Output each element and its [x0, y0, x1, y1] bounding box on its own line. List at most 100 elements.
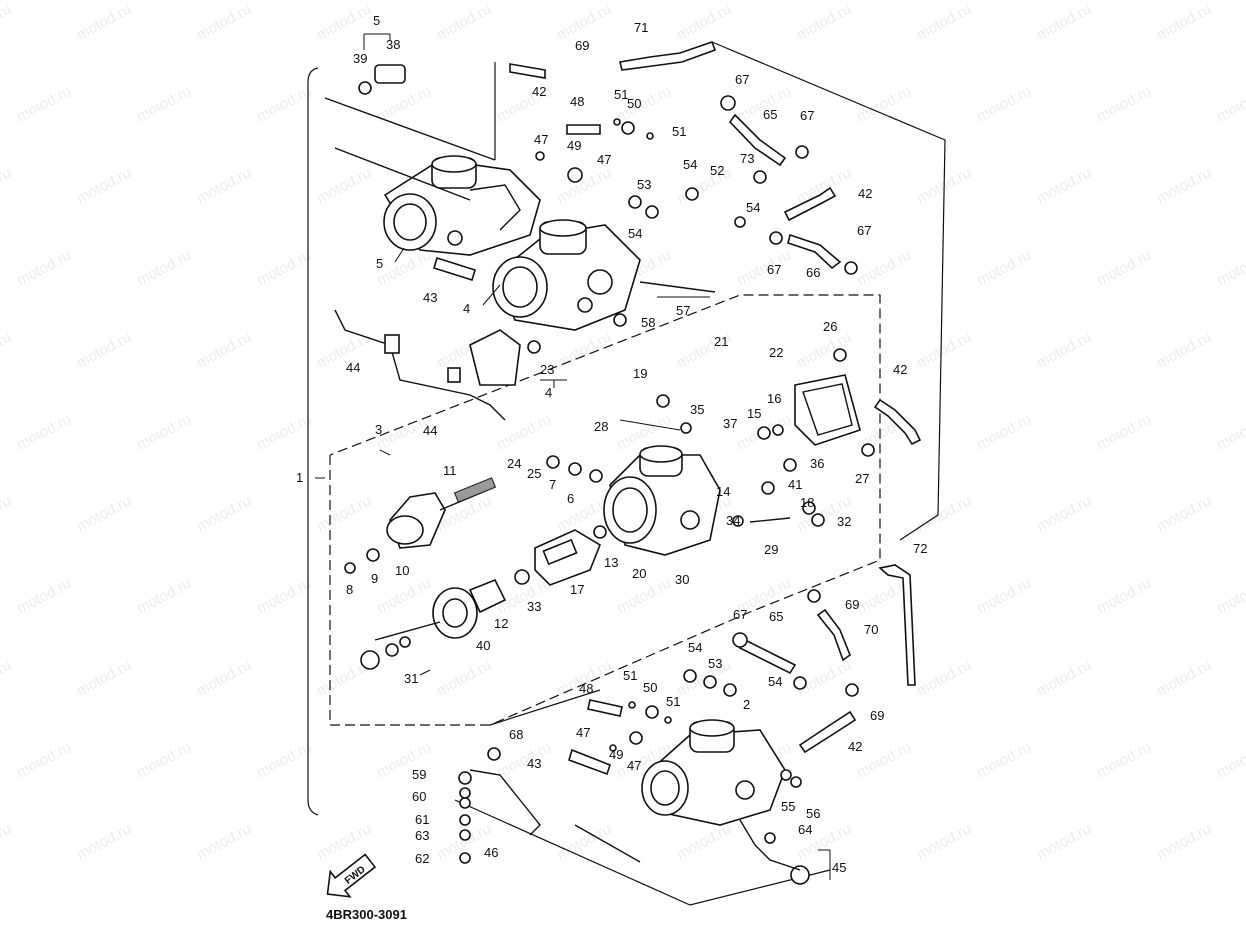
watermark-text: motod.ru — [1214, 247, 1246, 290]
hose-43-top — [433, 256, 476, 282]
watermark-text: motod.ru — [314, 493, 374, 536]
watermark-text: motod.ru — [434, 657, 494, 700]
watermark-text: motod.ru — [194, 165, 254, 208]
watermark-text: motod.ru — [1154, 657, 1214, 700]
watermark-text: motod.ru — [74, 657, 134, 700]
part-number-label: 5 — [376, 256, 383, 271]
hose-43-bottom — [568, 748, 611, 776]
hoses — [433, 40, 922, 776]
part-number-label: 24 — [507, 456, 521, 471]
part-number-label: 43 — [527, 756, 541, 771]
part-number-label: 15 — [747, 406, 761, 421]
part-number-label: 7 — [549, 477, 556, 492]
part-number-label: 4 — [463, 301, 470, 316]
part-number-label: 51 — [672, 124, 686, 139]
watermark-text: motod.ru — [0, 165, 14, 208]
watermark-text: motod.ru — [1034, 329, 1094, 372]
carburetor-body-lower — [641, 719, 786, 826]
part-number-label: 42 — [858, 186, 872, 201]
part-number-label: 67 — [767, 262, 781, 277]
part-number-label: 48 — [579, 681, 593, 696]
watermark-text: motod.ru — [74, 165, 134, 208]
part-number-label: 54 — [683, 157, 697, 172]
watermark-text: motod.ru — [314, 329, 374, 372]
bottom-outline — [454, 799, 831, 906]
watermark-text: motod.ru — [1154, 821, 1214, 864]
hose-48-bottom — [587, 699, 623, 717]
watermark-text: motod.ru — [194, 657, 254, 700]
part-number-label: 5 — [373, 13, 380, 28]
part-number-label: 60 — [412, 789, 426, 804]
hose-65-bottom — [738, 638, 797, 675]
watermark-text: motod.ru — [494, 739, 554, 782]
hose-72 — [878, 564, 916, 686]
part-number-label: 41 — [788, 477, 802, 492]
part-number-label: 19 — [633, 366, 647, 381]
watermark-text: motod.ru — [914, 1, 974, 44]
watermark-text: motod.ru — [974, 247, 1034, 290]
watermark-text: motod.ru — [554, 165, 614, 208]
part-number-label: 53 — [708, 656, 722, 671]
watermark-text: motod.ru — [0, 1, 14, 44]
watermark-text: motod.ru — [134, 247, 194, 290]
watermark-text: motod.ru — [134, 411, 194, 454]
shafts — [324, 97, 791, 863]
part-number-label: 20 — [632, 566, 646, 581]
part-number-label: 67 — [857, 223, 871, 238]
part-number-label: 51 — [623, 668, 637, 683]
part-number-label: 36 — [810, 456, 824, 471]
watermark-text: motod.ru — [74, 821, 134, 864]
watermark-text: motod.ru — [1034, 821, 1094, 864]
part-number-label: 32 — [837, 514, 851, 529]
watermark-text: motod.ru — [254, 575, 314, 618]
part-number-label: 22 — [769, 345, 783, 360]
watermark-text: motod.ru — [14, 739, 74, 782]
watermark-text: motod.ru — [1034, 493, 1094, 536]
part-number-label: 47 — [597, 152, 611, 167]
part-number-label: 9 — [371, 571, 378, 586]
watermark-text: motod.ru — [1154, 165, 1214, 208]
part-number-label: 50 — [643, 680, 657, 695]
watermark-text: motod.ru — [1094, 411, 1154, 454]
carburetor-body-center — [603, 445, 721, 556]
document-code: 4BR300-3091 — [326, 907, 407, 922]
watermark-text: motod.ru — [854, 83, 914, 126]
hose-48-top — [566, 124, 601, 135]
part-number-label: 63 — [415, 828, 429, 843]
part-number-label: 44 — [346, 360, 360, 375]
watermark-text: motod.ru — [0, 657, 14, 700]
hose-71 — [619, 40, 717, 71]
part-number-label: 54 — [688, 640, 702, 655]
watermark-text: motod.ru — [0, 329, 14, 372]
part-number-label: 65 — [763, 107, 777, 122]
cable-bracket — [739, 819, 801, 871]
watermark-text: motod.ru — [1094, 83, 1154, 126]
top-assembly-outline — [711, 41, 946, 541]
watermark-text: motod.ru — [134, 575, 194, 618]
part-number-label: 70 — [864, 622, 878, 637]
watermark-text: motod.ru — [1154, 493, 1214, 536]
watermark-text: motod.ru — [734, 247, 794, 290]
small-hardware — [344, 64, 875, 885]
part-number-label: 42 — [893, 362, 907, 377]
watermark-text: motod.ru — [794, 329, 854, 372]
watermark-text: motod.ru — [674, 821, 734, 864]
part-number-label: 46 — [484, 845, 498, 860]
part-number-label: 52 — [710, 163, 724, 178]
part-number-label: 49 — [609, 747, 623, 762]
part-number-label: 6 — [567, 491, 574, 506]
part-number-label: 28 — [594, 419, 608, 434]
watermark-text: motod.ru — [1154, 329, 1214, 372]
part-number-label: 50 — [627, 96, 641, 111]
watermark-text: motod.ru — [1214, 411, 1246, 454]
vacuum-piston — [374, 578, 507, 641]
part-number-label: 68 — [509, 727, 523, 742]
watermark-text: motod.ru — [74, 493, 134, 536]
throttle-linkage-bracket — [334, 309, 521, 421]
watermark-text: motod.ru — [1034, 165, 1094, 208]
watermark-text: motod.ru — [0, 821, 14, 864]
part-number-label: 3 — [375, 422, 382, 437]
part-number-label: 47 — [534, 132, 548, 147]
